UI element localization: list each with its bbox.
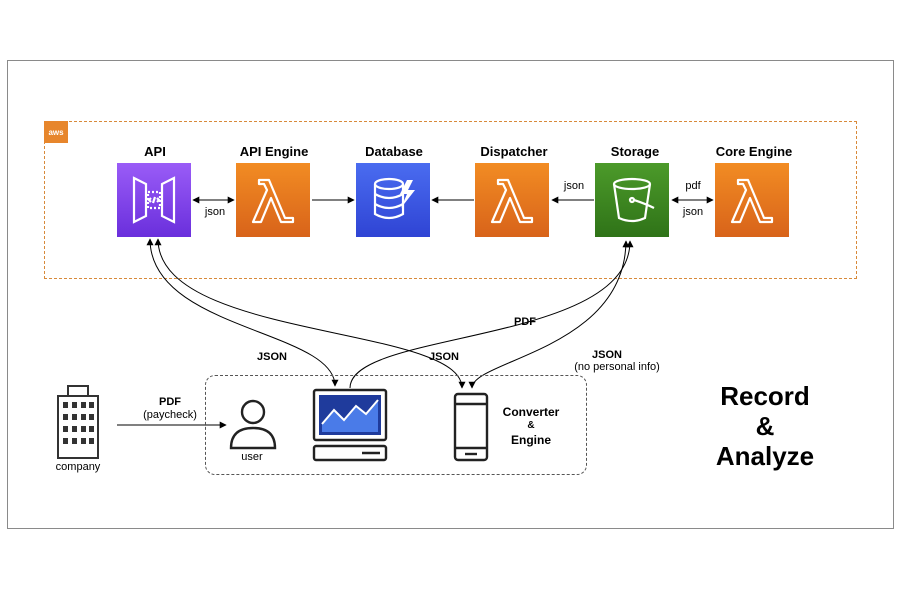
lambda-icon bbox=[475, 163, 549, 237]
aws-logo-icon: aws bbox=[44, 121, 68, 143]
s3-bucket-icon bbox=[595, 163, 669, 237]
client-group bbox=[205, 375, 587, 475]
edge-label-json: json bbox=[682, 206, 704, 218]
converter-ampersand: & bbox=[527, 420, 535, 431]
arrow-api-monitor bbox=[146, 238, 339, 387]
api-engine-label: API Engine bbox=[239, 144, 309, 159]
company-label: company bbox=[55, 461, 101, 473]
engine-label: Engine bbox=[510, 433, 551, 447]
diagram-frame bbox=[7, 60, 894, 529]
edge-label-pdf: pdf bbox=[685, 180, 701, 192]
headline-analyze: Analyze bbox=[715, 441, 815, 471]
edge-label-pdf: PDF bbox=[159, 396, 181, 408]
headline-record: Record bbox=[720, 381, 810, 411]
lambda-icon bbox=[236, 163, 310, 237]
edge-label-note: (no personal info) bbox=[574, 361, 660, 373]
arrow-phone-storage bbox=[468, 240, 630, 389]
edge-label-pdf: PDF bbox=[514, 316, 536, 328]
office-building-icon bbox=[57, 385, 99, 459]
edge-label-json: JSON bbox=[257, 351, 287, 363]
database-label: Database bbox=[365, 144, 423, 159]
converter-label: Converter bbox=[502, 405, 560, 419]
arrow-api-phone bbox=[154, 238, 466, 389]
smartphone-icon bbox=[453, 392, 489, 462]
storage-label: Storage bbox=[610, 144, 660, 159]
api-gateway-icon bbox=[117, 163, 191, 237]
dispatcher-label: Dispatcher bbox=[480, 144, 548, 159]
edge-label-json: JSON bbox=[429, 351, 459, 363]
edge-label-json: json bbox=[563, 180, 585, 192]
edge-label-json: JSON bbox=[592, 349, 622, 361]
user-label: user bbox=[241, 451, 263, 463]
core-engine-label: Core Engine bbox=[715, 144, 793, 159]
edge-label-note: (paycheck) bbox=[143, 409, 197, 421]
user-icon bbox=[229, 399, 277, 450]
headline-ampersand: & bbox=[755, 411, 775, 441]
lambda-icon bbox=[715, 163, 789, 237]
desktop-monitor-icon bbox=[312, 388, 388, 462]
edge-label-json: json bbox=[204, 206, 226, 218]
dynamodb-icon bbox=[356, 163, 430, 237]
api-label: API bbox=[144, 144, 166, 159]
